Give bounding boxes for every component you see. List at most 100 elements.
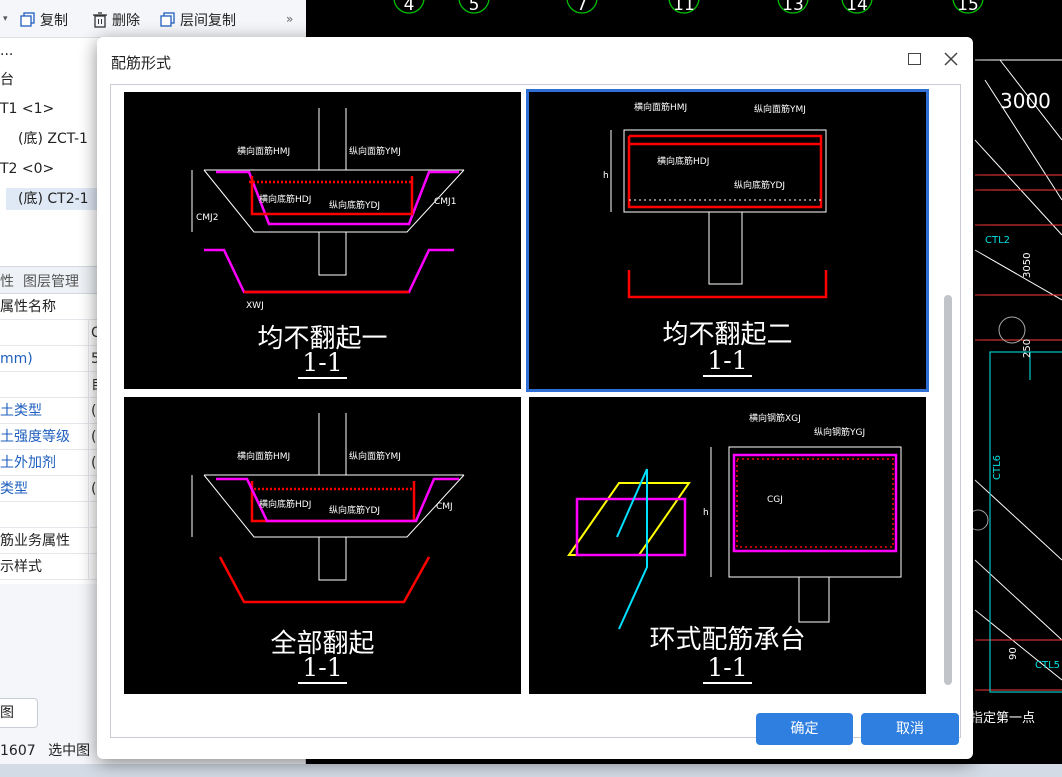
coord-readout: 1607 xyxy=(0,743,36,759)
section-label: 1-1 xyxy=(703,346,752,377)
label-xw: XWJ xyxy=(246,301,264,311)
cad-dimension: 250 xyxy=(1022,339,1033,358)
trash-icon xyxy=(93,12,107,28)
property-grid: 属性名称 C mm)5 自 土类型( 土强度等级( 土外加剂( 类型( 筋业务属… xyxy=(0,294,100,584)
diagram-2: 横向面筋HMJ 纵向面筋YMJ 横向底筋HDJ 纵向底筋YDJ h xyxy=(603,101,828,299)
axis-label: 11 xyxy=(673,0,695,15)
label-cmj: CMJ xyxy=(436,502,453,512)
label-hx-dj: 横向底筋HDJ xyxy=(259,498,311,510)
label-cgj: CGJ xyxy=(767,495,783,505)
copy-icon xyxy=(20,12,35,27)
property-header: 属性名称 xyxy=(0,294,100,320)
rebar-form-dialog: 配筋形式 横向面筋HMJ 纵向面筋YMJ 横向底筋HDJ 纵向底筋 xyxy=(97,37,973,759)
delete-button[interactable]: 删除 xyxy=(92,10,140,30)
close-icon[interactable] xyxy=(941,49,961,69)
label-cmj2: CMJ2 xyxy=(196,213,218,223)
option-grid: 横向面筋HMJ 纵向面筋YMJ 横向底筋HDJ 纵向底筋YDJ CMJ2 CMJ… xyxy=(110,84,961,738)
axis-label: 14 xyxy=(846,0,868,15)
component-tree: ... 台 T1 <1> (底) ZCT-1 T2 <0> (底) CT2-1 xyxy=(0,38,100,266)
section-label: 1-1 xyxy=(298,348,347,379)
floor-copy-icon xyxy=(160,12,175,27)
more-icon[interactable]: » xyxy=(286,12,294,26)
property-row[interactable]: 土强度等级( xyxy=(0,424,100,450)
dialog-title: 配筋形式 xyxy=(111,54,172,72)
label-zx-mj: 纵向面筋YMJ xyxy=(349,450,401,462)
delete-label: 删除 xyxy=(112,13,140,29)
axis-label: 7 xyxy=(577,0,588,15)
option-card-4[interactable]: 横向钢筋XGJ 纵向钢筋YGJ CGJ h 环式配筋承台 1-1 xyxy=(529,397,926,694)
cad-dimension: 3050 xyxy=(1022,253,1033,278)
property-row[interactable]: 类型( xyxy=(0,476,100,502)
label-hx-gj: 横向钢筋XGJ xyxy=(749,412,801,424)
tab-layer-management[interactable]: 图层管理 xyxy=(23,274,79,290)
label-zx-gj: 纵向钢筋YGJ xyxy=(814,426,865,438)
property-row[interactable] xyxy=(0,502,100,528)
tree-item[interactable]: T1 <1> xyxy=(0,101,55,117)
tree-item-selected[interactable]: (底) CT2-1 xyxy=(6,188,100,210)
property-row[interactable]: 自 xyxy=(0,372,100,398)
option-card-1[interactable]: 横向面筋HMJ 纵向面筋YMJ 横向底筋HDJ 纵向底筋YDJ CMJ2 CMJ… xyxy=(124,92,521,389)
dropdown-arrow-icon[interactable]: ▾ xyxy=(3,14,8,24)
status-bar: 1607 选中图 xyxy=(0,738,100,764)
property-tabs: 性 图层管理 xyxy=(0,266,100,294)
option-caption: 均不翻起一 xyxy=(257,324,388,354)
section-label: 1-1 xyxy=(703,653,752,684)
label-zx-dj: 纵向底筋YDJ xyxy=(329,199,380,211)
floor-copy-button[interactable]: 层间复制 xyxy=(160,10,236,30)
cad-label: CTL6 xyxy=(992,455,1003,480)
option-card-2[interactable]: 横向面筋HMJ 纵向面筋YMJ 横向底筋HDJ 纵向底筋YDJ h 均不翻起二 … xyxy=(526,89,929,392)
property-row[interactable]: 土外加剂( xyxy=(0,450,100,476)
tree-item[interactable]: 台 xyxy=(0,72,14,88)
section-label: 1-1 xyxy=(298,653,347,684)
tree-item[interactable]: T2 <0> xyxy=(0,161,55,177)
bottom-strip xyxy=(0,764,1062,777)
label-zx-dj: 纵向底筋YDJ xyxy=(329,504,380,516)
label-hx-dj: 横向底筋HDJ xyxy=(259,193,311,205)
ok-button[interactable]: 确定 xyxy=(756,713,853,745)
cad-label: CTL2 xyxy=(985,235,1010,246)
option-caption: 环式配筋承台 xyxy=(649,625,806,655)
copy-label: 复制 xyxy=(40,13,68,29)
bottom-input[interactable]: 图 xyxy=(0,698,38,728)
axis-label: 13 xyxy=(782,0,804,15)
option-caption: 全部翻起 xyxy=(270,629,375,659)
property-row[interactable]: C xyxy=(0,320,100,346)
copy-button[interactable]: 复制 xyxy=(20,10,68,30)
label-zx-dj: 纵向底筋YDJ xyxy=(734,179,785,191)
cad-dimension: 300 xyxy=(1018,703,1056,727)
option-card-3[interactable]: 横向面筋HMJ 纵向面筋YMJ 横向底筋HDJ 纵向底筋YDJ CMJ 全部翻起… xyxy=(124,397,521,694)
cad-prompt: 指定第一点 xyxy=(970,711,1035,726)
cancel-button[interactable]: 取消 xyxy=(861,713,959,745)
axis-label: 15 xyxy=(957,0,979,15)
maximize-icon[interactable] xyxy=(908,53,921,65)
cad-label: CTL5 xyxy=(1035,660,1060,671)
toolbar: ▾ 复制 删除 层间复制 » xyxy=(0,0,306,38)
vertical-scrollbar[interactable] xyxy=(944,295,952,685)
tab-properties[interactable]: 性 xyxy=(0,274,14,290)
property-row[interactable]: 土类型( xyxy=(0,398,100,424)
select-status: 选中图 xyxy=(48,743,91,759)
tree-item[interactable]: ... xyxy=(0,43,14,59)
diagram-3: 横向面筋HMJ 纵向面筋YMJ 横向底筋HDJ 纵向底筋YDJ CMJ xyxy=(191,413,465,604)
label-zx-mj: 纵向面筋YMJ xyxy=(349,145,401,157)
property-row[interactable]: mm)5 xyxy=(0,346,100,372)
label-h: h xyxy=(703,508,709,518)
label-hx-mj: 横向面筋HMJ xyxy=(237,145,290,157)
label-zx-mj: 纵向面筋YMJ xyxy=(754,103,806,115)
axis-label: 4 xyxy=(404,0,415,15)
diagram-1: 横向面筋HMJ 纵向面筋YMJ 横向底筋HDJ 纵向底筋YDJ CMJ2 CMJ… xyxy=(191,108,465,311)
axis-label: 5 xyxy=(469,0,480,15)
label-hx-dj: 横向底筋HDJ xyxy=(657,155,709,167)
option-caption: 均不翻起二 xyxy=(662,320,793,350)
cad-dimension: 90 xyxy=(1008,647,1019,660)
label-hx-mj: 横向面筋HMJ xyxy=(237,450,290,462)
label-h: h xyxy=(603,171,609,181)
cad-dimension: 3000 xyxy=(1000,89,1051,113)
diagram-4: 横向钢筋XGJ 纵向钢筋YGJ CGJ h xyxy=(567,412,902,630)
label-cmj1: CMJ1 xyxy=(434,197,456,207)
property-row[interactable]: 筋业务属性 xyxy=(0,528,100,554)
property-row[interactable]: 示样式 xyxy=(0,554,100,580)
tree-item[interactable]: (底) ZCT-1 xyxy=(18,131,88,147)
floor-copy-label: 层间复制 xyxy=(180,13,236,29)
label-hx-mj: 横向面筋HMJ xyxy=(634,101,687,113)
